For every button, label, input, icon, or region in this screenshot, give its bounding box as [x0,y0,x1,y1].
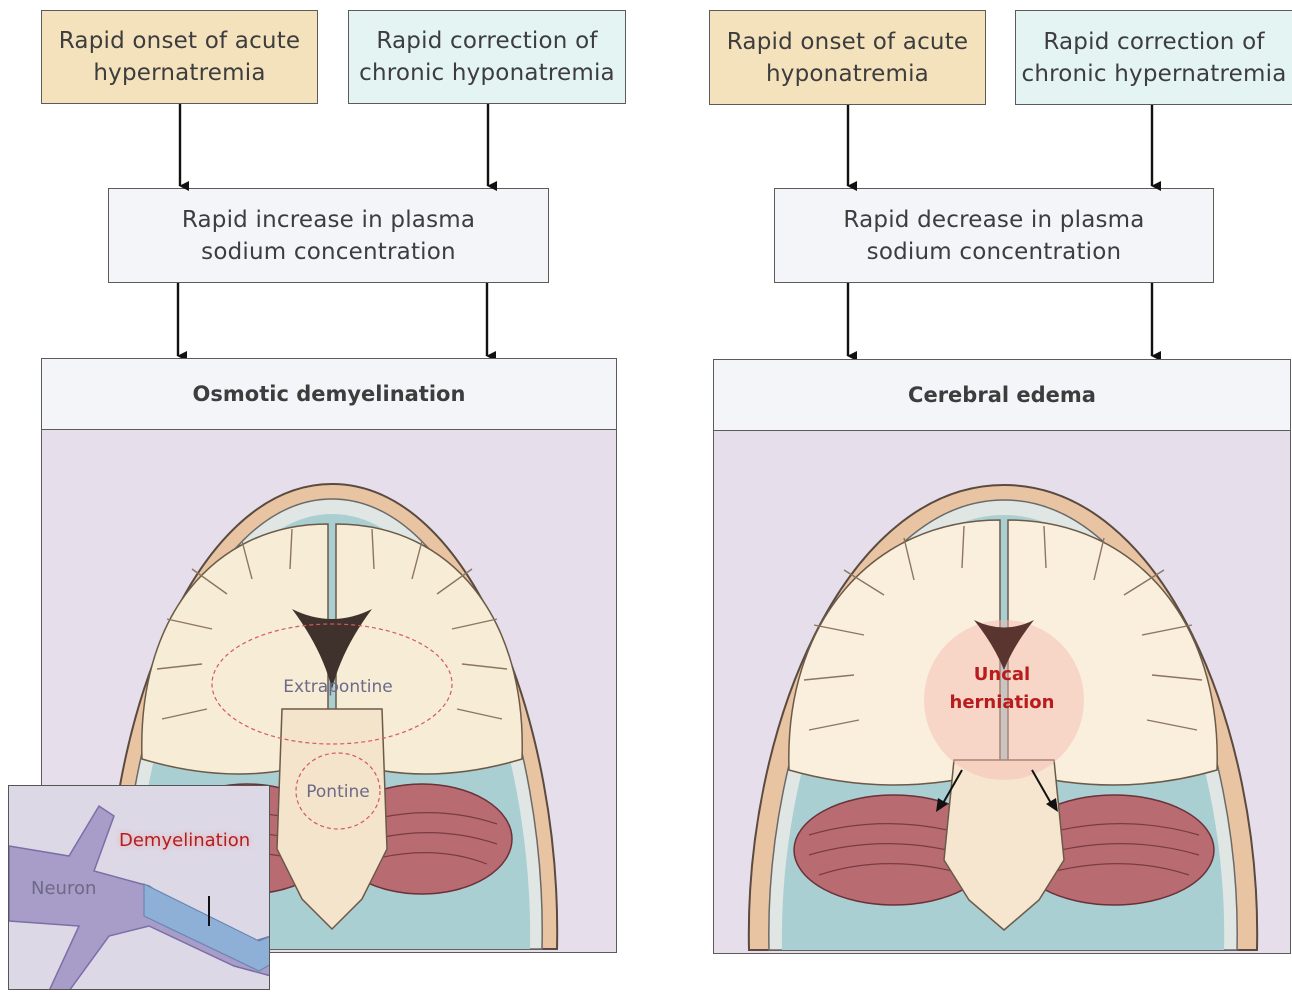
pontine-label: Pontine [306,782,369,802]
flow-arrows [0,0,1292,360]
brain-illustration-edema: Uncal herniation [714,430,1291,954]
neuron-label: Neuron [31,878,96,899]
panel-title: Cerebral edema [714,360,1290,431]
panel-title: Osmotic demyelination [42,359,616,430]
extrapontine-label: Extrapontine [283,677,392,697]
uncal-label-line1: Uncal [974,664,1030,685]
demyelination-label: Demyelination [119,830,250,851]
panel-cerebral-edema: Cerebral edema Uncal herniation [713,359,1291,954]
inset-neuron: Demyelination Neuron [8,785,270,990]
uncal-label-line2: herniation [950,692,1055,713]
